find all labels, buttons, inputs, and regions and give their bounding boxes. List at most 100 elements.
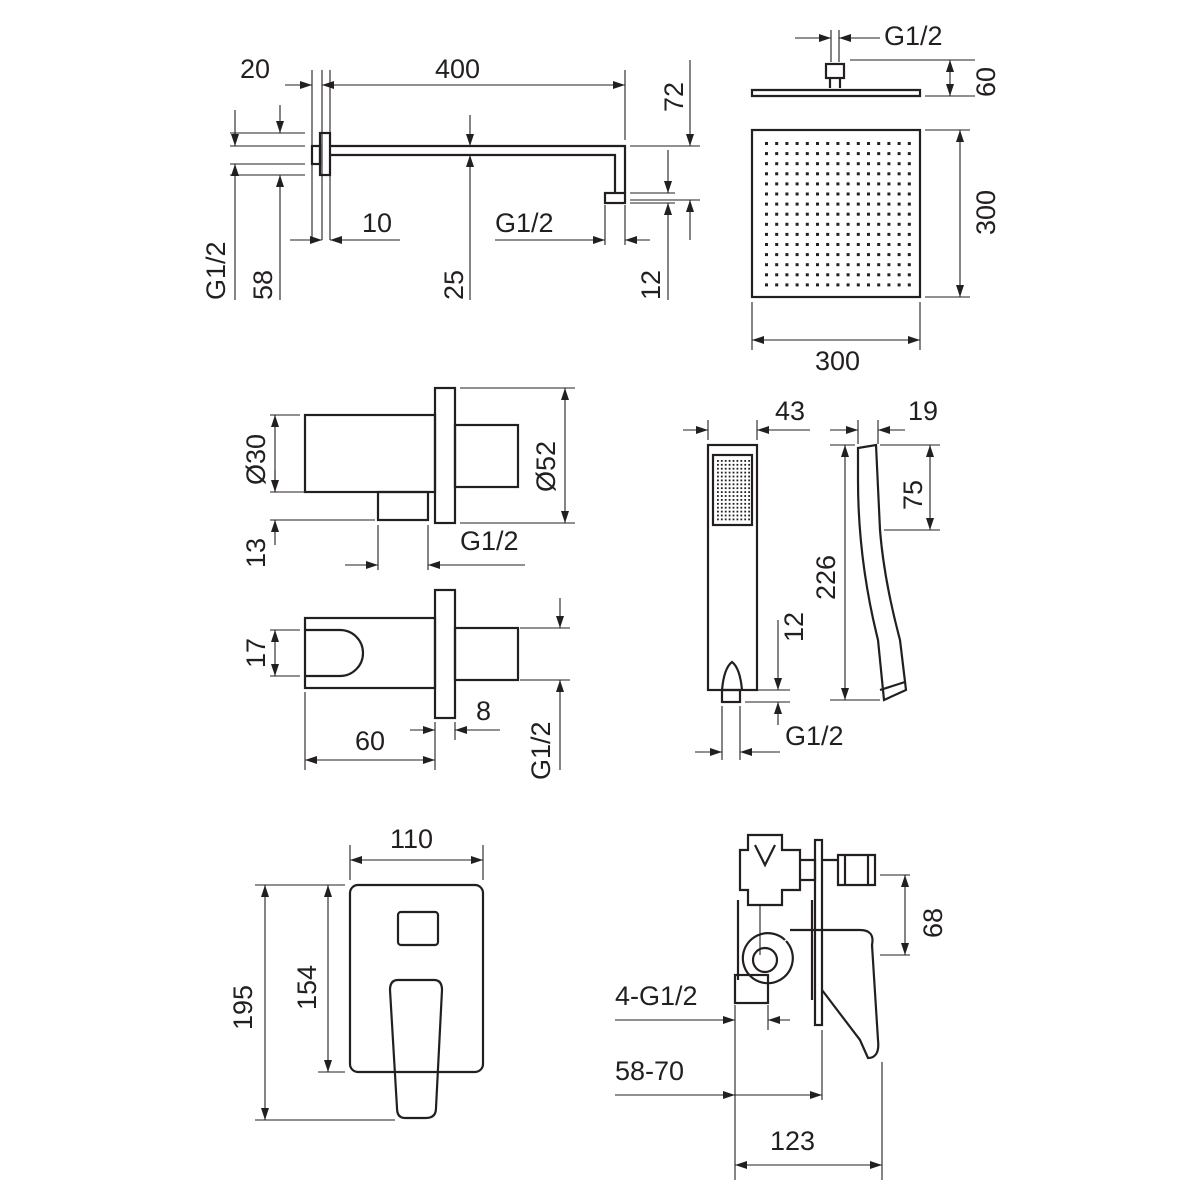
nozzle-dot (765, 202, 768, 206)
nozzle-dot (795, 162, 799, 166)
dim-g12-outlet-bottom: G1/2 (460, 526, 519, 556)
nozzle-dot (877, 232, 881, 236)
nozzle-dot (785, 263, 789, 267)
nozzle-dot (748, 483, 750, 486)
nozzle-dot (744, 491, 747, 493)
nozzle-dot (728, 514, 731, 517)
nozzle-dot (856, 192, 860, 196)
nozzle-dot (717, 510, 719, 513)
nozzle-dot (867, 152, 870, 156)
nozzle-dot (897, 172, 901, 176)
nozzle-dot (720, 460, 723, 462)
nozzle-dot (740, 518, 743, 521)
nozzle-dot (765, 263, 768, 267)
nozzle-dot (744, 463, 747, 466)
dim-4-g12: 4-G1/2 (615, 981, 698, 1011)
nozzle-dot (897, 202, 901, 206)
nozzle-dot (836, 222, 840, 226)
nozzle-dot (897, 273, 901, 277)
nozzle-dot (805, 142, 809, 145)
nozzle-dot (867, 182, 870, 186)
nozzle-dot (826, 192, 830, 196)
nozzle-dot (856, 142, 860, 145)
nozzle-dot (775, 212, 779, 216)
nozzle-dot (748, 487, 750, 490)
dim-25: 25 (439, 270, 469, 300)
dim-g12-head: G1/2 (884, 21, 943, 51)
dim-72: 72 (659, 82, 689, 112)
nozzle-dot (775, 273, 779, 277)
nozzle-dot (720, 479, 723, 482)
nozzle-dot (744, 467, 747, 470)
nozzle-dot (887, 142, 891, 145)
nozzle-dot (744, 499, 747, 501)
nozzle-dot (795, 222, 799, 226)
nozzle-dot (907, 142, 911, 145)
nozzle-dot (728, 460, 731, 462)
nozzle-dot (805, 243, 809, 246)
nozzle-dot (740, 463, 743, 466)
nozzle-dot (717, 495, 719, 497)
nozzle-dot (732, 518, 735, 521)
nozzle-dot (795, 243, 799, 246)
nozzle-dot (736, 506, 739, 509)
nozzle-dot (724, 479, 727, 482)
nozzle-dot (720, 471, 723, 474)
nozzle-dot (728, 463, 731, 466)
nozzle-dot (836, 212, 840, 216)
nozzle-dot (877, 283, 881, 287)
nozzle-dot (816, 253, 819, 257)
nozzle-dot (887, 243, 891, 246)
nozzle-dot (856, 162, 860, 166)
nozzle-dot (732, 460, 735, 462)
nozzle-dot (816, 222, 819, 226)
nozzle-dot (736, 487, 739, 490)
nozzle-dot (740, 479, 743, 482)
nozzle-dot (826, 182, 830, 186)
nozzle-dot (826, 263, 830, 267)
nozzle-dot (717, 499, 719, 501)
nozzle-dot (717, 518, 719, 521)
nozzle-dot (785, 273, 789, 277)
dim-10: 10 (362, 208, 392, 238)
nozzle-dot (816, 162, 819, 166)
nozzle-dot (897, 192, 901, 196)
nozzle-dot (724, 491, 727, 493)
nozzle-dot (897, 243, 901, 246)
nozzle-dot (836, 152, 840, 156)
nozzle-dot (907, 263, 911, 267)
nozzle-dot (907, 212, 911, 216)
nozzle-dot (775, 232, 779, 236)
nozzle-dot (765, 192, 768, 196)
nozzle-dot (836, 172, 840, 176)
nozzle-dot (826, 273, 830, 277)
nozzle-dot (724, 475, 727, 478)
nozzle-dot (897, 152, 901, 156)
nozzle-dot (775, 202, 779, 206)
nozzle-dot (740, 467, 743, 470)
nozzle-dot (785, 192, 789, 196)
nozzle-dot (805, 192, 809, 196)
nozzle-dot (765, 152, 768, 156)
nozzle-dot (846, 253, 850, 257)
nozzle-dot (728, 491, 731, 493)
nozzle-dot (765, 172, 768, 176)
nozzle-dot (785, 142, 789, 145)
dim-g12-left: G1/2 (201, 241, 231, 300)
nozzle-dot (907, 283, 911, 287)
nozzle-dot (846, 172, 850, 176)
nozzle-dot (907, 222, 911, 226)
dim-75: 75 (898, 480, 928, 510)
nozzle-dot (717, 514, 719, 517)
nozzle-dot (816, 263, 819, 267)
nozzle-dot (846, 162, 850, 166)
nozzle-dot (765, 232, 768, 236)
nozzle-dot (732, 475, 735, 478)
nozzle-dot (846, 202, 850, 206)
dim-8: 8 (476, 696, 491, 726)
nozzle-dot (836, 142, 840, 145)
nozzle-dot (736, 514, 739, 517)
nozzle-dot (897, 253, 901, 257)
nozzle-dot (728, 495, 731, 497)
nozzle-dot (724, 463, 727, 466)
